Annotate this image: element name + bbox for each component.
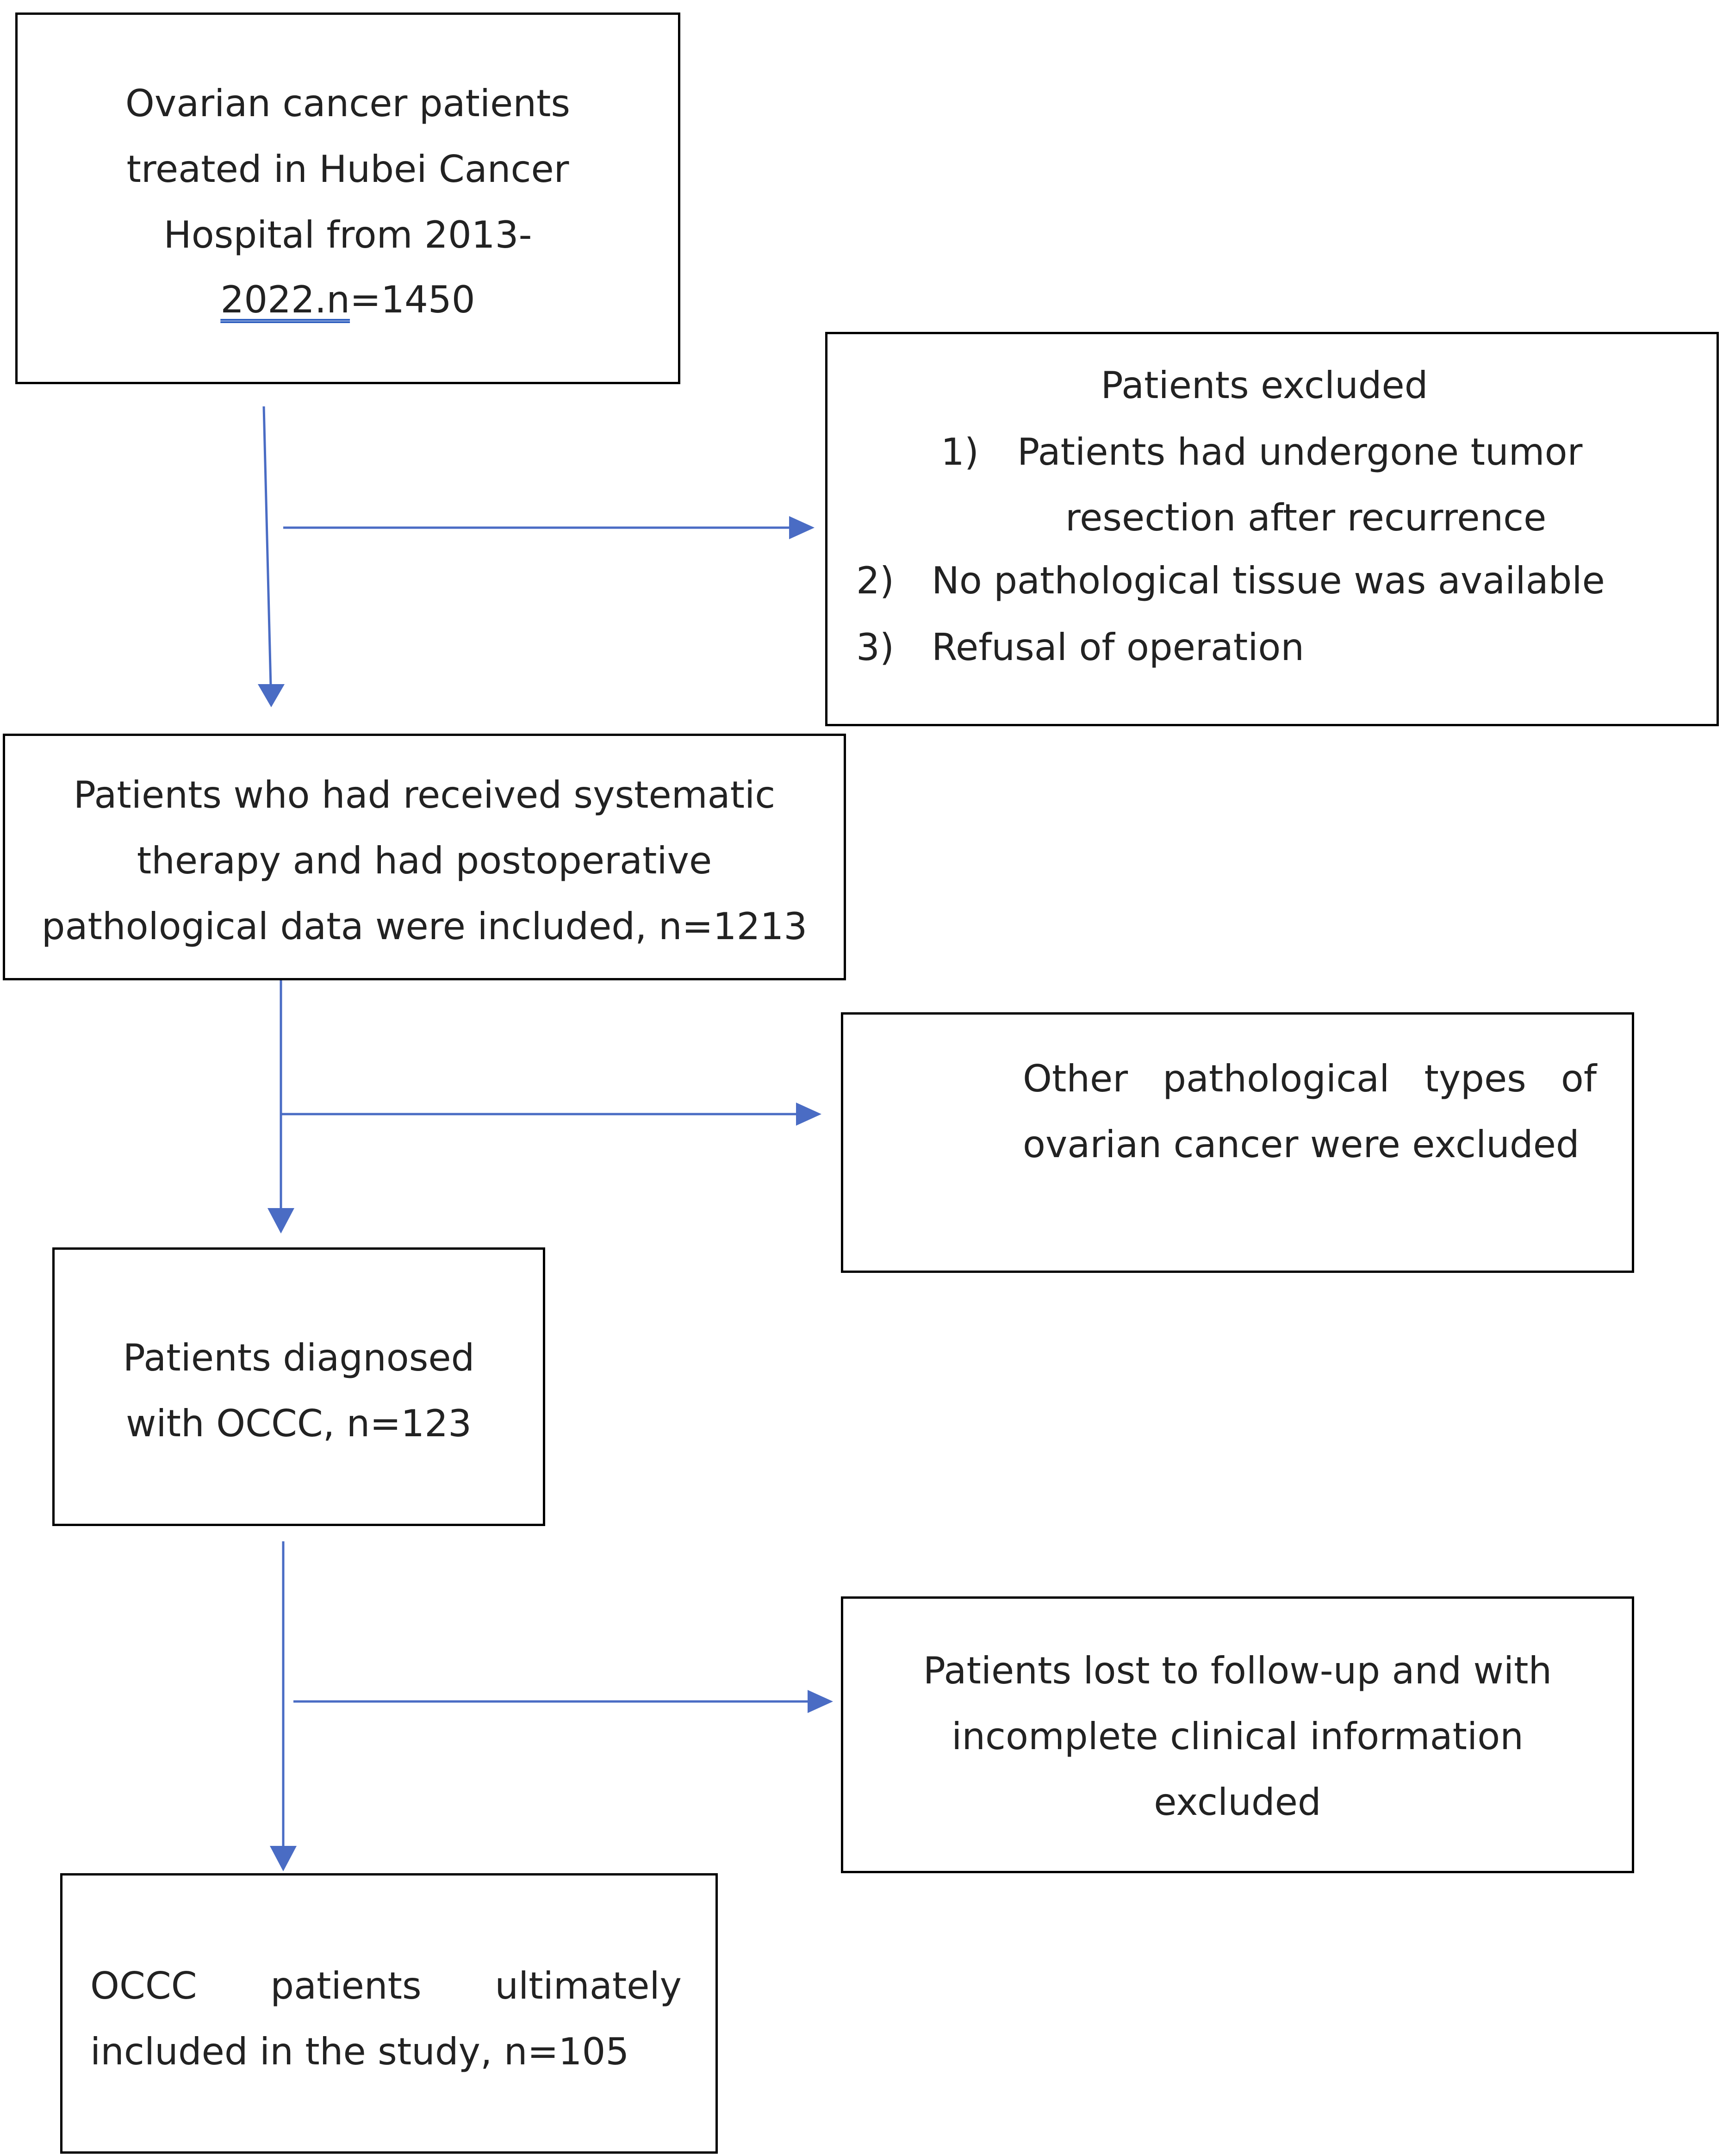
exclusion-1-item-1-line-2: resection after recurrence: [1065, 496, 1547, 539]
exclusion-1-item-2-number: 2): [856, 559, 895, 602]
initial-cohort-line-4: 2022.n=1450: [15, 267, 680, 333]
final-cohort-line-2: included in the study, n=105: [90, 2030, 629, 2073]
initial-cohort-box: [15, 12, 680, 384]
systematic-therapy-line-2: therapy and had postoperative: [137, 839, 712, 882]
arrowhead-down-2: [267, 1208, 294, 1234]
exclusion-2-line-1: Other pathological types of: [1023, 1046, 1597, 1112]
systematic-therapy-box: [3, 734, 846, 980]
exclusion-1-title: Patients excluded: [1101, 364, 1428, 407]
exclusion-1-item-3-text: Refusal of operation: [932, 626, 1305, 669]
arrowhead-right-3: [808, 1690, 833, 1713]
exclusion-3-line-3: excluded: [1154, 1781, 1321, 1824]
exclusion-1-item-2-text: No pathological tissue was available: [932, 559, 1605, 602]
initial-cohort-line-3: Hospital from 2013-: [163, 213, 532, 256]
final-cohort-line-1-text: OCCC patients ultimately: [90, 1964, 682, 2007]
systematic-therapy-line-3: pathological data were included, n=1213: [41, 905, 808, 948]
arrow-down-1: [262, 406, 273, 705]
exclusion-1-item-1-line-1: Patients had undergone tumor: [1017, 430, 1583, 474]
exclusion-2-line-2: ovarian cancer were excluded: [1023, 1123, 1580, 1166]
final-cohort-box: [60, 1873, 718, 2154]
arrowhead-down-1: [258, 684, 285, 707]
exclusion-1-item-3-number: 3): [856, 626, 895, 669]
systematic-therapy-line-1: Patients who had received systematic: [73, 773, 776, 816]
arrowhead-right-2: [796, 1103, 821, 1126]
exclusion-box-3: [841, 1596, 1634, 1873]
exclusion-3-line-2: incomplete clinical information: [952, 1715, 1524, 1758]
exclusion-box-1: [825, 332, 1719, 726]
arrowhead-down-3: [270, 1846, 297, 1871]
exclusion-2-line-1-text: Other pathological types of: [1023, 1057, 1597, 1100]
exclusion-box-2: [841, 1012, 1634, 1273]
exclusion-1-item-1-number: 1): [941, 430, 979, 474]
exclusion-3-line-1: Patients lost to follow-up and with: [923, 1649, 1552, 1692]
occc-diagnosed-line-1: Patients diagnosed: [123, 1336, 475, 1379]
initial-cohort-line-1: Ovarian cancer patients: [125, 82, 571, 125]
arrowhead-right-1: [789, 516, 815, 539]
final-cohort-line-1: OCCC patients ultimately: [90, 1953, 682, 2019]
initial-cohort-line-2: treated in Hubei Cancer: [126, 148, 569, 191]
occc-diagnosed-line-2: with OCCC, n=123: [126, 1402, 472, 1445]
initial-cohort-count: =1450: [350, 278, 475, 321]
occc-diagnosed-box: [52, 1247, 545, 1526]
initial-cohort-years: 2022.n: [220, 278, 350, 321]
